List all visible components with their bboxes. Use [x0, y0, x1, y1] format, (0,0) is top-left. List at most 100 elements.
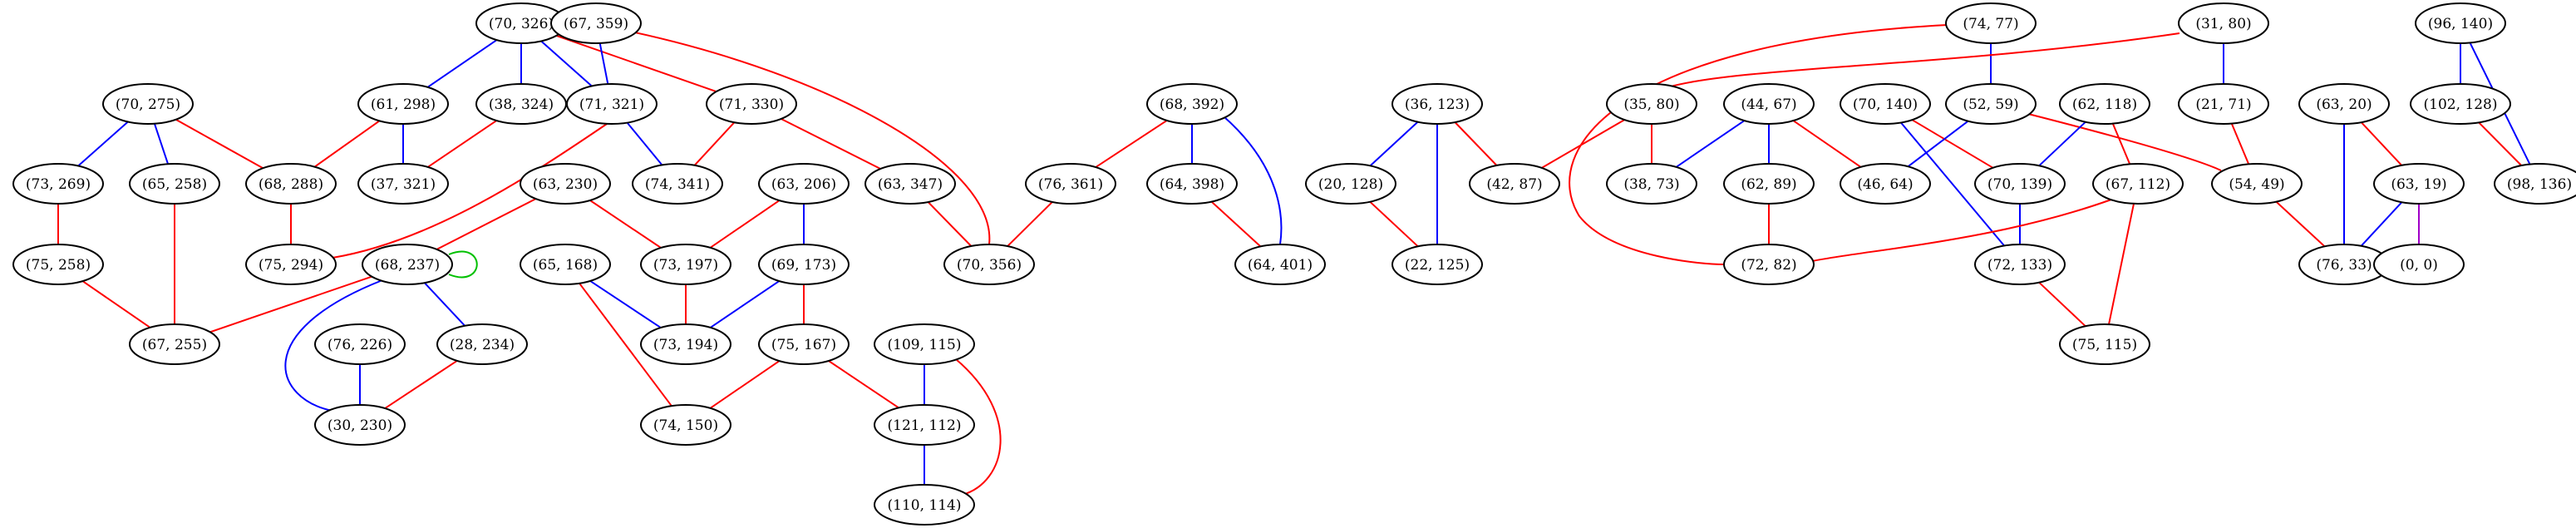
node-75-115: (75, 115) — [2059, 323, 2150, 365]
node-ellipse — [2092, 163, 2184, 205]
node-74-341: (74, 341) — [632, 163, 723, 205]
node-ellipse — [2373, 244, 2465, 285]
edge-109_115-to-110_114 — [955, 358, 1002, 496]
node-73-194: (73, 194) — [640, 323, 731, 365]
edge-38_324-to-37_321 — [427, 120, 497, 168]
node-ellipse — [2059, 83, 2150, 125]
edge-63_206-to-73_197 — [709, 200, 781, 249]
node-label: (67, 255) — [142, 337, 207, 353]
node-label: (68, 288) — [259, 176, 323, 193]
edge-52_59-to-54_49 — [2027, 113, 2222, 171]
node-label: (63, 347) — [878, 176, 943, 193]
node-38-324: (38, 324) — [475, 83, 567, 125]
edge-70_140-to-70_139 — [1911, 119, 1994, 169]
node-ellipse — [2178, 2, 2269, 44]
edge-54_49-to-76_33 — [2275, 200, 2326, 248]
edge-65_168-to-73_194 — [589, 280, 662, 328]
edge-63_230-to-73_197 — [589, 200, 662, 249]
node-ellipse — [314, 404, 406, 446]
node-label: (63, 19) — [2391, 176, 2446, 193]
node-71-330: (71, 330) — [706, 83, 797, 125]
node-label: (63, 230) — [533, 176, 598, 193]
edge-44_67-to-46_64 — [1792, 120, 1862, 168]
node-ellipse — [2211, 163, 2303, 205]
node-label: (54, 49) — [2229, 176, 2284, 193]
node-label: (75, 258) — [26, 257, 91, 274]
node-68-288: (68, 288) — [245, 163, 337, 205]
node-label: (63, 206) — [771, 176, 836, 193]
node-label: (72, 133) — [1987, 257, 2052, 274]
node-ellipse — [706, 83, 797, 125]
node-label: (64, 398) — [1160, 176, 1224, 193]
node-ellipse — [520, 244, 611, 285]
node-label: (62, 89) — [1741, 176, 1796, 193]
edge-36_123-to-20_128 — [1369, 121, 1419, 167]
node-label: (70, 140) — [1853, 96, 1918, 113]
node-label: (72, 82) — [1741, 257, 1796, 274]
node-0-0: (0, 0) — [2373, 244, 2465, 285]
node-label: (52, 59) — [1963, 96, 2018, 113]
edge-44_67-to-38_73 — [1675, 120, 1746, 168]
node-ellipse — [1945, 83, 2037, 125]
node-label: (65, 168) — [533, 257, 598, 274]
node-label: (70, 275) — [116, 96, 180, 113]
node-35-80: (35, 80) — [1606, 83, 1697, 125]
node-28-234: (28, 234) — [436, 323, 528, 365]
node-121-112: (121, 112) — [874, 404, 975, 446]
node-38-73: (38, 73) — [1606, 163, 1697, 205]
node-67-359: (67, 359) — [550, 2, 642, 44]
node-ellipse — [436, 323, 528, 365]
node-76-361: (76, 361) — [1025, 163, 1116, 205]
node-ellipse — [758, 323, 850, 365]
node-ellipse — [1974, 244, 2066, 285]
node-label: (20, 128) — [1318, 176, 1383, 193]
node-63-19: (63, 19) — [2373, 163, 2465, 205]
node-21-71: (21, 71) — [2178, 83, 2269, 125]
node-ellipse — [1723, 244, 1815, 285]
node-ellipse — [874, 484, 975, 526]
node-37-321: (37, 321) — [357, 163, 449, 205]
node-71-321: (71, 321) — [566, 83, 658, 125]
node-ellipse — [1606, 83, 1697, 125]
node-label: (73, 269) — [26, 176, 91, 193]
node-67-112: (67, 112) — [2092, 163, 2184, 205]
node-70-356: (70, 356) — [943, 244, 1035, 285]
node-label: (68, 237) — [375, 257, 440, 274]
edge-65_168-to-74_150 — [579, 283, 672, 407]
edge-71_330-to-74_341 — [693, 121, 736, 166]
node-label: (76, 226) — [328, 337, 392, 353]
edge-75_167-to-121_112 — [828, 360, 899, 409]
edge-64_398-to-64_401 — [1210, 200, 1262, 248]
edge-63_19-to-76_33 — [2360, 201, 2403, 247]
node-70-275: (70, 275) — [102, 83, 194, 125]
node-ellipse — [874, 404, 975, 446]
node-ellipse — [2410, 83, 2511, 125]
node-36-123: (36, 123) — [1391, 83, 1483, 125]
node-label: (37, 321) — [371, 176, 436, 193]
node-70-140: (70, 140) — [1840, 83, 1931, 125]
nodes-layer: (70, 326)(67, 359)(70, 275)(61, 298)(38,… — [12, 2, 2576, 526]
node-ellipse — [357, 83, 449, 125]
node-75-167: (75, 167) — [758, 323, 850, 365]
node-61-298: (61, 298) — [357, 83, 449, 125]
node-73-269: (73, 269) — [12, 163, 104, 205]
edges-layer — [57, 24, 2531, 496]
node-73-197: (73, 197) — [640, 244, 731, 285]
edge-71_330-to-63_347 — [781, 118, 881, 170]
edge-52_59-to-46_64 — [1907, 120, 1969, 168]
node-label: (70, 139) — [1987, 176, 2052, 193]
node-54-49: (54, 49) — [2211, 163, 2303, 205]
node-ellipse — [758, 244, 850, 285]
node-44-67: (44, 67) — [1723, 83, 1815, 125]
node-76-226: (76, 226) — [314, 323, 406, 365]
node-ellipse — [1391, 244, 1483, 285]
node-98-136: (98, 136) — [2494, 163, 2576, 205]
node-22-125: (22, 125) — [1391, 244, 1483, 285]
node-label: (38, 73) — [1623, 176, 1679, 193]
node-ellipse — [1146, 163, 1238, 205]
node-64-401: (64, 401) — [1234, 244, 1326, 285]
edge-67_359-to-71_321 — [598, 42, 609, 85]
edge-102_128-to-98_136 — [2478, 121, 2523, 166]
edge-28_234-to-30_230 — [384, 360, 458, 409]
